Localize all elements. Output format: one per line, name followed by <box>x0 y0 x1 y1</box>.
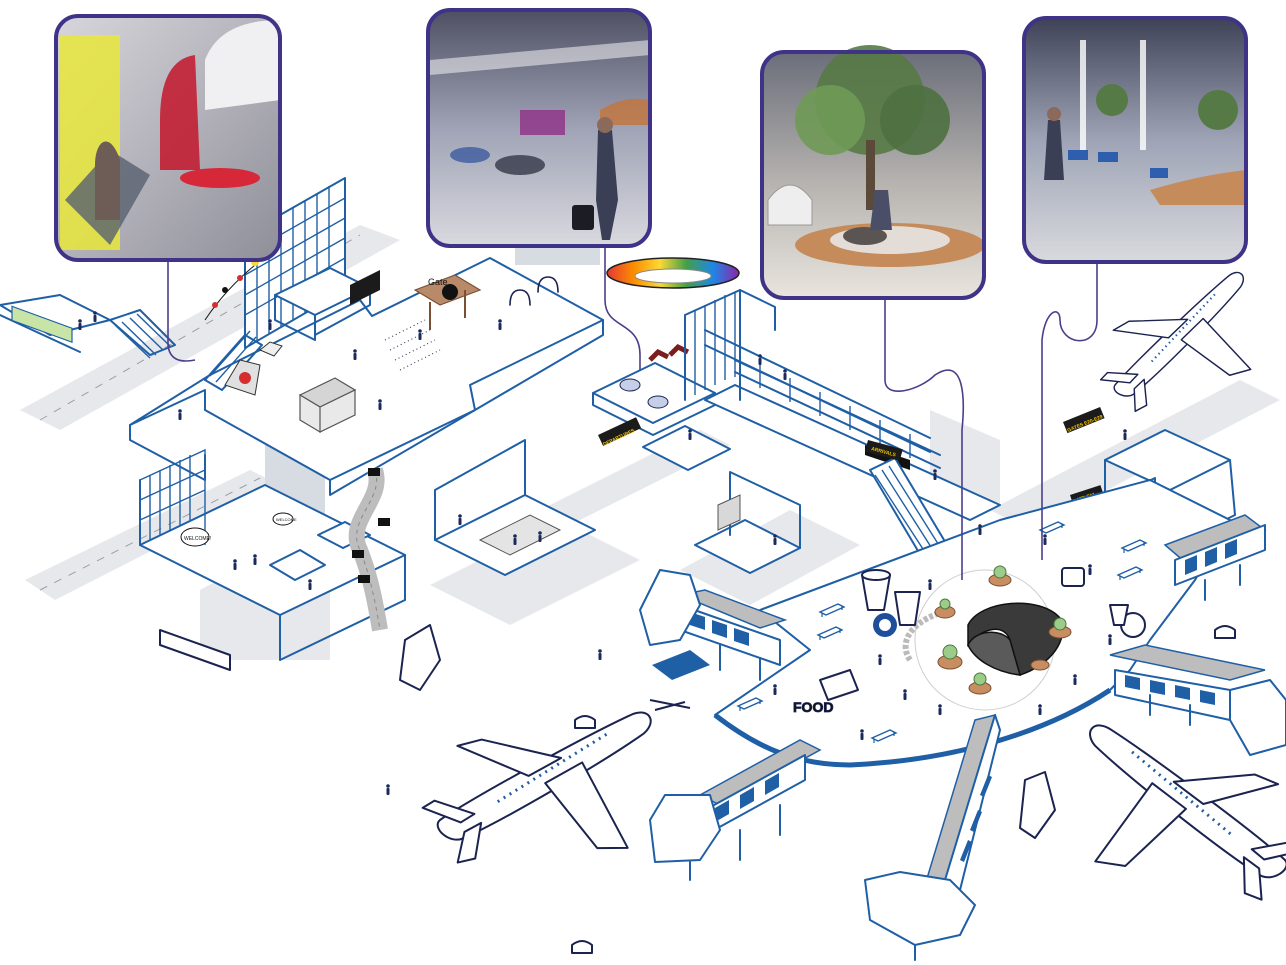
vignette-lounge-seating <box>428 10 650 246</box>
food-label: FOOD <box>793 699 833 715</box>
welcome-bubble-2: WELCOME <box>276 517 297 522</box>
gate-letter: E <box>447 288 453 298</box>
gate-sign: Gate <box>428 277 448 287</box>
rail-platform <box>0 295 175 358</box>
aircraft-bottom-left <box>413 710 672 882</box>
rainbow-art-ring <box>607 258 739 288</box>
welcome-bubble: WELCOME! <box>184 536 211 542</box>
vignette-arrival-hall <box>56 16 280 260</box>
vignette-gate-waiting <box>1024 18 1246 262</box>
small-lounge <box>593 347 730 470</box>
vignette-tree-plaza <box>762 45 985 298</box>
